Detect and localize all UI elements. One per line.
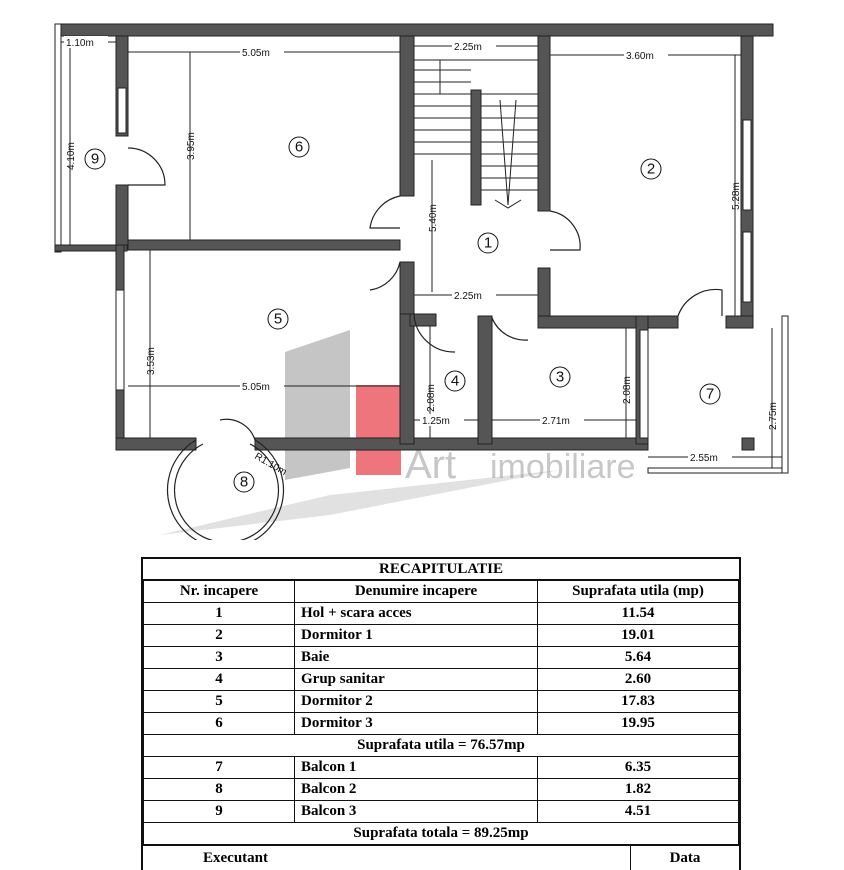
table-row: 3 Baie 5.64: [143, 646, 739, 669]
grand-total-row: Suprafata totala = 89.25mp: [143, 822, 739, 845]
room-area: 19.01: [537, 624, 739, 647]
dim-room4-height: 2.08m: [426, 384, 437, 412]
room-number-3: 3: [556, 369, 564, 386]
table-row: 1 Hol + scara acces 11.54: [143, 602, 739, 625]
walls: [54, 23, 789, 474]
room-area: 5.64: [537, 646, 739, 669]
dim-room3-width: 2.71m: [542, 416, 570, 427]
dim-balcony8-radius: R1.10m: [253, 451, 289, 478]
room-area: 17.83: [537, 690, 739, 713]
room-nr: 1: [143, 602, 295, 625]
room-name: Dormitor 3: [294, 712, 538, 735]
grand-total: Suprafata totala = 89.25mp: [143, 822, 739, 845]
dim-balcony9-width: 1.10m: [66, 38, 94, 49]
dim-room3-height: 2.08m: [622, 376, 633, 404]
table-row: 8 Balcon 2 1.82: [143, 778, 739, 801]
header-area: Suprafata utila (mp): [537, 580, 739, 603]
dim-hall-height: 5.40m: [428, 204, 439, 232]
room-name: Baie: [294, 646, 538, 669]
room-number-5: 5: [274, 311, 282, 328]
useful-total-row: Suprafata utila = 76.57mp: [143, 734, 739, 757]
dim-room5-height: 3.53m: [146, 347, 157, 375]
room-name: Dormitor 2: [294, 690, 538, 713]
room-name: Dormitor 1: [294, 624, 538, 647]
balcony-nr: 9: [143, 800, 295, 823]
room-nr: 3: [143, 646, 295, 669]
room-number-1: 1: [484, 235, 492, 252]
summary-grid: Nr. incapere Denumire incapere Suprafata…: [143, 580, 739, 845]
room-nr: 6: [143, 712, 295, 735]
room-nr: 2: [143, 624, 295, 647]
room-nr: 5: [143, 690, 295, 713]
dim-balcony7-height: 2.75m: [768, 402, 779, 430]
room-area: 11.54: [537, 602, 739, 625]
room-name: Grup sanitar: [294, 668, 538, 691]
room-nr: 4: [143, 668, 295, 691]
balcony-name: Balcon 1: [294, 756, 538, 779]
room-number-2: 2: [647, 161, 655, 178]
room-number-4: 4: [451, 373, 459, 390]
watermark-subtitle: imobiliare: [490, 448, 636, 486]
dim-room2-width: 3.60m: [626, 51, 654, 62]
balcony-name: Balcon 3: [294, 800, 538, 823]
dim-room6-height: 3.95m: [186, 132, 197, 160]
room-area: 2.60: [537, 668, 739, 691]
footer-executant: Executant: [143, 846, 631, 870]
table-row: 7 Balcon 1 6.35: [143, 756, 739, 779]
dimension-lines: [61, 36, 782, 468]
balcony-nr: 8: [143, 778, 295, 801]
floor-plan: Art imobiliare: [54, 23, 789, 540]
balcony-area: 4.51: [537, 800, 739, 823]
summary-title: RECAPITULATIE: [143, 559, 739, 580]
room-number-9: 9: [91, 151, 99, 168]
dim-balcony9-height: 4.10m: [66, 142, 77, 170]
dim-balcony7-width: 2.55m: [690, 453, 718, 464]
dim-room2-height: 5.28m: [731, 182, 742, 210]
useful-total: Suprafata utila = 76.57mp: [143, 734, 739, 757]
table-row: 2 Dormitor 1 19.01: [143, 624, 739, 647]
dim-room4-width: 1.25m: [422, 416, 450, 427]
dimension-labels: 1.10m 5.05m 2.25m 3.60m 2.25m 5.05m 1.25…: [64, 36, 779, 478]
balcony-area: 6.35: [537, 756, 739, 779]
header-name: Denumire incapere: [294, 580, 538, 603]
dim-room5-width: 5.05m: [242, 382, 270, 393]
room-area: 19.95: [537, 712, 739, 735]
header-nr: Nr. incapere: [143, 580, 295, 603]
table-row: 4 Grup sanitar 2.60: [143, 668, 739, 691]
balcony-nr: 7: [143, 756, 295, 779]
room-number-labels: 1 2 3 4 5 6 7 8 9: [91, 139, 714, 491]
room-number-8: 8: [240, 474, 248, 491]
watermark: Art imobiliare: [160, 330, 636, 535]
summary-header-row: Nr. incapere Denumire incapere Suprafata…: [143, 580, 739, 603]
table-row: 5 Dormitor 2 17.83: [143, 690, 739, 713]
footer-date: Data: [669, 850, 701, 866]
dim-hall-width: 2.25m: [454, 291, 482, 302]
room-number-6: 6: [295, 139, 303, 156]
table-row: 6 Dormitor 3 19.95: [143, 712, 739, 735]
stairs: [414, 59, 538, 209]
summary-table: RECAPITULATIE Nr. incapere Denumire inca…: [141, 557, 741, 870]
table-row: 9 Balcon 3 4.51: [143, 800, 739, 823]
summary-footer: Executant Data: [143, 845, 739, 870]
room-name: Hol + scara acces: [294, 602, 538, 625]
windows: [115, 87, 752, 439]
room-numbers: [84, 136, 721, 493]
dim-room6-width: 5.05m: [242, 48, 270, 59]
doors: [127, 147, 723, 540]
dim-stair-width: 2.25m: [454, 42, 482, 53]
balcony-area: 1.82: [537, 778, 739, 801]
balcony-name: Balcon 2: [294, 778, 538, 801]
room-number-7: 7: [706, 386, 714, 403]
